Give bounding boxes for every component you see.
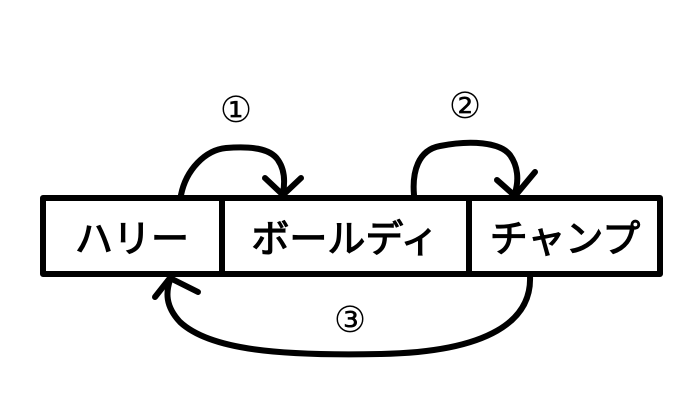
arrow-step-2 [410, 139, 538, 199]
step-label-1: ① [220, 90, 252, 131]
step-label-3: ③ [334, 300, 366, 341]
cell-label-baldy: ボールディ [251, 217, 438, 261]
box-outline [40, 195, 663, 277]
cell-label-champ: チャンプ [490, 217, 640, 261]
cell-label-harry: ハリー [75, 217, 189, 261]
arrow-step-3 [152, 273, 534, 358]
arrow-step-1 [178, 144, 304, 198]
step-label-2: ② [449, 86, 481, 127]
box-row [40, 195, 663, 277]
